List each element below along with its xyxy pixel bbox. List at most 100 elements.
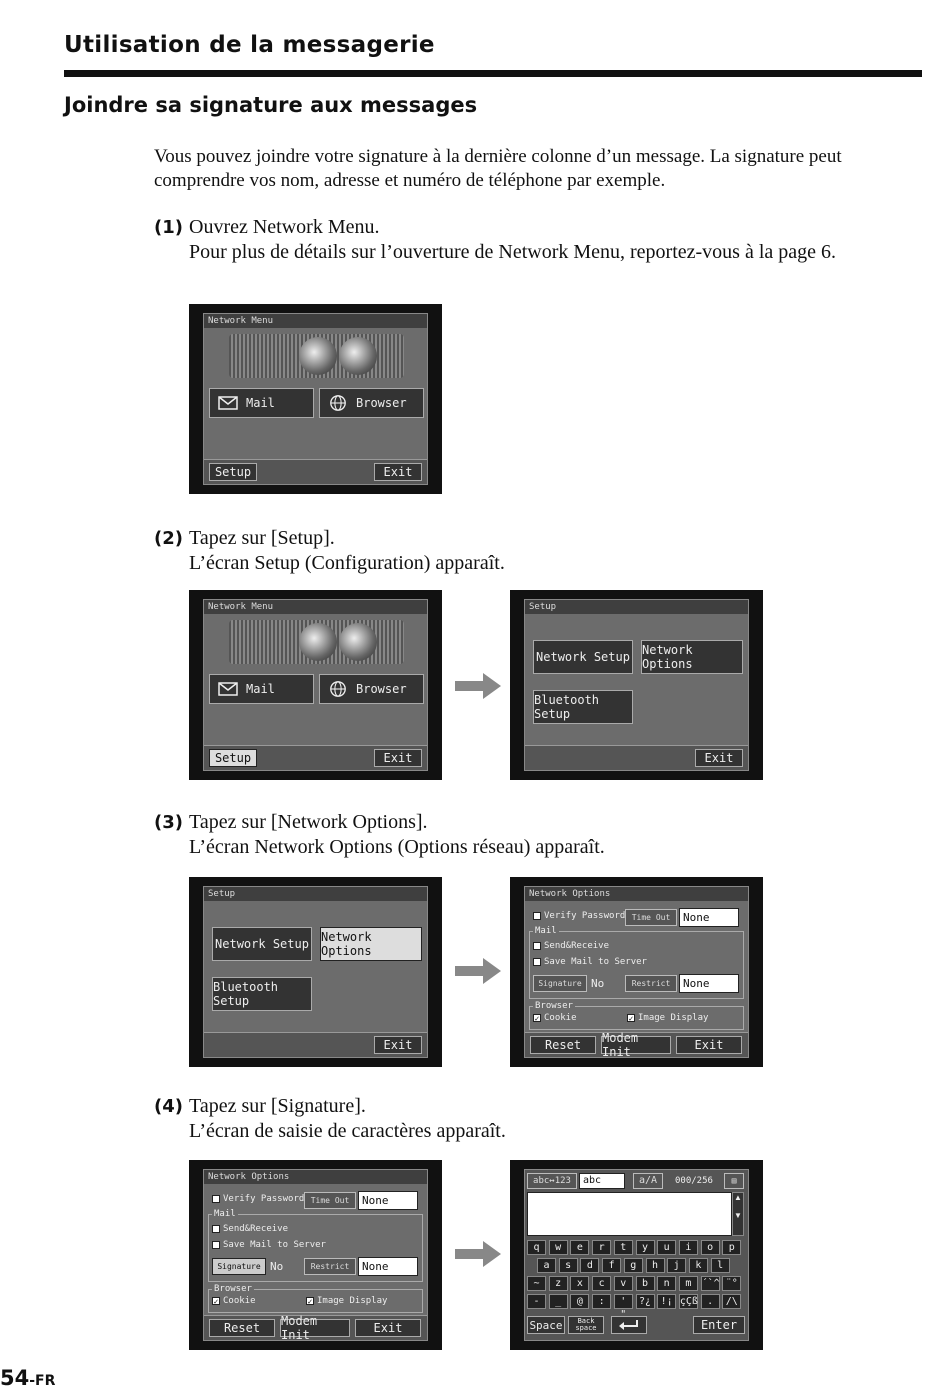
verify-password-checkbox[interactable]: Verify Password <box>533 911 625 921</box>
keyboard-key[interactable]: q <box>527 1240 546 1255</box>
signature-button[interactable]: Signature <box>212 1258 266 1275</box>
keyboard-key[interactable]: g <box>623 1258 643 1273</box>
keyboard-key[interactable]: - <box>527 1294 546 1309</box>
keyboard-key[interactable]: t <box>613 1240 633 1255</box>
keyboard-key[interactable]: v <box>613 1276 633 1291</box>
keyboard-key[interactable]: @ <box>570 1294 590 1309</box>
time-out-button[interactable]: Time Out <box>304 1192 356 1209</box>
arrow-right-icon <box>455 1241 501 1267</box>
keyboard-key[interactable]: r <box>592 1240 612 1255</box>
network-setup-button[interactable]: Network Setup <box>533 640 633 674</box>
cookie-checkbox[interactable]: ✓Cookie <box>533 1013 577 1023</box>
printer-icon[interactable]: ▤ <box>724 1173 744 1189</box>
modem-init-button[interactable]: Modem Init <box>601 1031 671 1059</box>
time-out-value: None <box>358 1191 418 1210</box>
exit-button[interactable]: Exit <box>695 749 743 767</box>
mail-button[interactable]: Mail <box>209 388 314 418</box>
keyboard-key[interactable]: m <box>678 1276 698 1291</box>
exit-button[interactable]: Exit <box>374 1036 422 1054</box>
keyboard-key[interactable]: a <box>537 1258 556 1273</box>
verify-password-checkbox[interactable]: Verify Password <box>212 1194 304 1204</box>
send-receive-checkbox[interactable]: Send&Receive <box>212 1224 288 1234</box>
modem-init-button[interactable]: Modem Init <box>280 1314 350 1342</box>
keyboard-key[interactable]: ¨° <box>722 1276 742 1291</box>
keyboard-key[interactable]: w <box>548 1240 568 1255</box>
keyboard-key[interactable]: k <box>688 1258 708 1273</box>
exit-button[interactable]: Exit <box>374 749 422 767</box>
restrict-button[interactable]: Restrict <box>625 975 677 992</box>
keyboard-key[interactable]: ´`^ <box>700 1276 720 1291</box>
step-detail: Pour plus de détails sur l’ouverture de … <box>189 241 837 263</box>
keyboard-key[interactable]: !¡ <box>657 1294 677 1309</box>
keyboard-key[interactable]: b <box>635 1276 655 1291</box>
backspace-key[interactable]: Back space <box>568 1316 604 1334</box>
keyboard-key[interactable]: j <box>667 1258 687 1273</box>
signature-text-area[interactable] <box>527 1192 732 1236</box>
image-display-checkbox[interactable]: ✓Image Display <box>306 1296 388 1306</box>
keyboard-key[interactable]: h <box>645 1258 665 1273</box>
space-key[interactable]: Space <box>527 1316 565 1334</box>
keyboard-key[interactable]: p <box>722 1240 742 1255</box>
arrow-right-icon <box>455 673 501 699</box>
setup-button[interactable]: Setup <box>209 749 257 767</box>
network-options-button[interactable]: Network Options <box>641 640 743 674</box>
keyboard-key[interactable]: f <box>602 1258 622 1273</box>
mail-group-label: Mail <box>533 926 559 936</box>
keyboard-key[interactable]: i <box>678 1240 698 1255</box>
keyboard-key[interactable]: : <box>592 1294 612 1309</box>
cookie-label: Cookie <box>223 1296 256 1306</box>
keyboard-key[interactable]: y <box>635 1240 655 1255</box>
keyboard-key[interactable]: x <box>570 1276 590 1291</box>
network-setup-button[interactable]: Network Setup <box>212 927 312 961</box>
input-mode-field: abc <box>579 1173 625 1189</box>
browser-button[interactable]: Browser <box>319 674 424 704</box>
enter-key[interactable]: Enter <box>693 1316 745 1334</box>
step-instruction: Ouvrez Network Menu. <box>189 216 380 238</box>
cookie-checkbox[interactable]: ✓Cookie <box>212 1296 256 1306</box>
keyboard-key[interactable]: d <box>580 1258 600 1273</box>
send-receive-checkbox[interactable]: Send&Receive <box>533 941 609 951</box>
keyboard-key[interactable]: ?¿ <box>635 1294 655 1309</box>
time-out-button[interactable]: Time Out <box>625 909 677 926</box>
save-mail-checkbox[interactable]: Save Mail to Server <box>212 1240 326 1250</box>
signature-button[interactable]: Signature <box>533 975 587 992</box>
keyboard-key[interactable]: e <box>570 1240 590 1255</box>
browser-button[interactable]: Browser <box>319 388 424 418</box>
reset-button[interactable]: Reset <box>209 1319 275 1337</box>
mode-toggle-button[interactable]: abc↔123 <box>527 1173 577 1189</box>
browser-group-label: Browser <box>533 1001 575 1011</box>
keyboard-key[interactable]: z <box>548 1276 568 1291</box>
keyboard-key[interactable]: /\ <box>722 1294 742 1309</box>
case-toggle-button[interactable]: a/A <box>633 1173 663 1189</box>
keyboard-key[interactable]: . <box>700 1294 720 1309</box>
keyboard-key[interactable]: ~ <box>527 1276 546 1291</box>
keyboard-key[interactable]: ' " <box>613 1294 633 1320</box>
keyboard-key[interactable]: çÇß <box>678 1294 698 1309</box>
mail-button[interactable]: Mail <box>209 674 314 704</box>
image-display-checkbox[interactable]: ✓Image Display <box>627 1013 709 1023</box>
exit-button[interactable]: Exit <box>374 463 422 481</box>
setup-button[interactable]: Setup <box>209 463 257 481</box>
keyboard-key[interactable]: l <box>710 1258 730 1273</box>
keyboard-key[interactable]: n <box>657 1276 677 1291</box>
keyboard-key[interactable]: _ <box>548 1294 568 1309</box>
screen-title: Network Options <box>525 887 748 901</box>
network-options-button[interactable]: Network Options <box>320 927 422 961</box>
mail-group <box>529 931 744 999</box>
bluetooth-setup-button[interactable]: Bluetooth Setup <box>533 690 633 724</box>
keyboard-key[interactable]: c <box>592 1276 612 1291</box>
exit-button[interactable]: Exit <box>676 1036 742 1054</box>
restrict-button[interactable]: Restrict <box>304 1258 356 1275</box>
time-out-value: None <box>679 908 739 927</box>
return-key[interactable] <box>611 1316 647 1334</box>
mail-group <box>208 1214 423 1282</box>
keyboard-key[interactable]: s <box>558 1258 578 1273</box>
save-mail-checkbox[interactable]: Save Mail to Server <box>533 957 647 967</box>
keyboard-key[interactable]: u <box>657 1240 677 1255</box>
bluetooth-setup-button[interactable]: Bluetooth Setup <box>212 977 312 1011</box>
scrollbar[interactable]: ▲▼ <box>732 1192 744 1236</box>
image-display-label: Image Display <box>638 1013 709 1023</box>
reset-button[interactable]: Reset <box>530 1036 596 1054</box>
keyboard-key[interactable]: o <box>700 1240 720 1255</box>
exit-button[interactable]: Exit <box>355 1319 421 1337</box>
